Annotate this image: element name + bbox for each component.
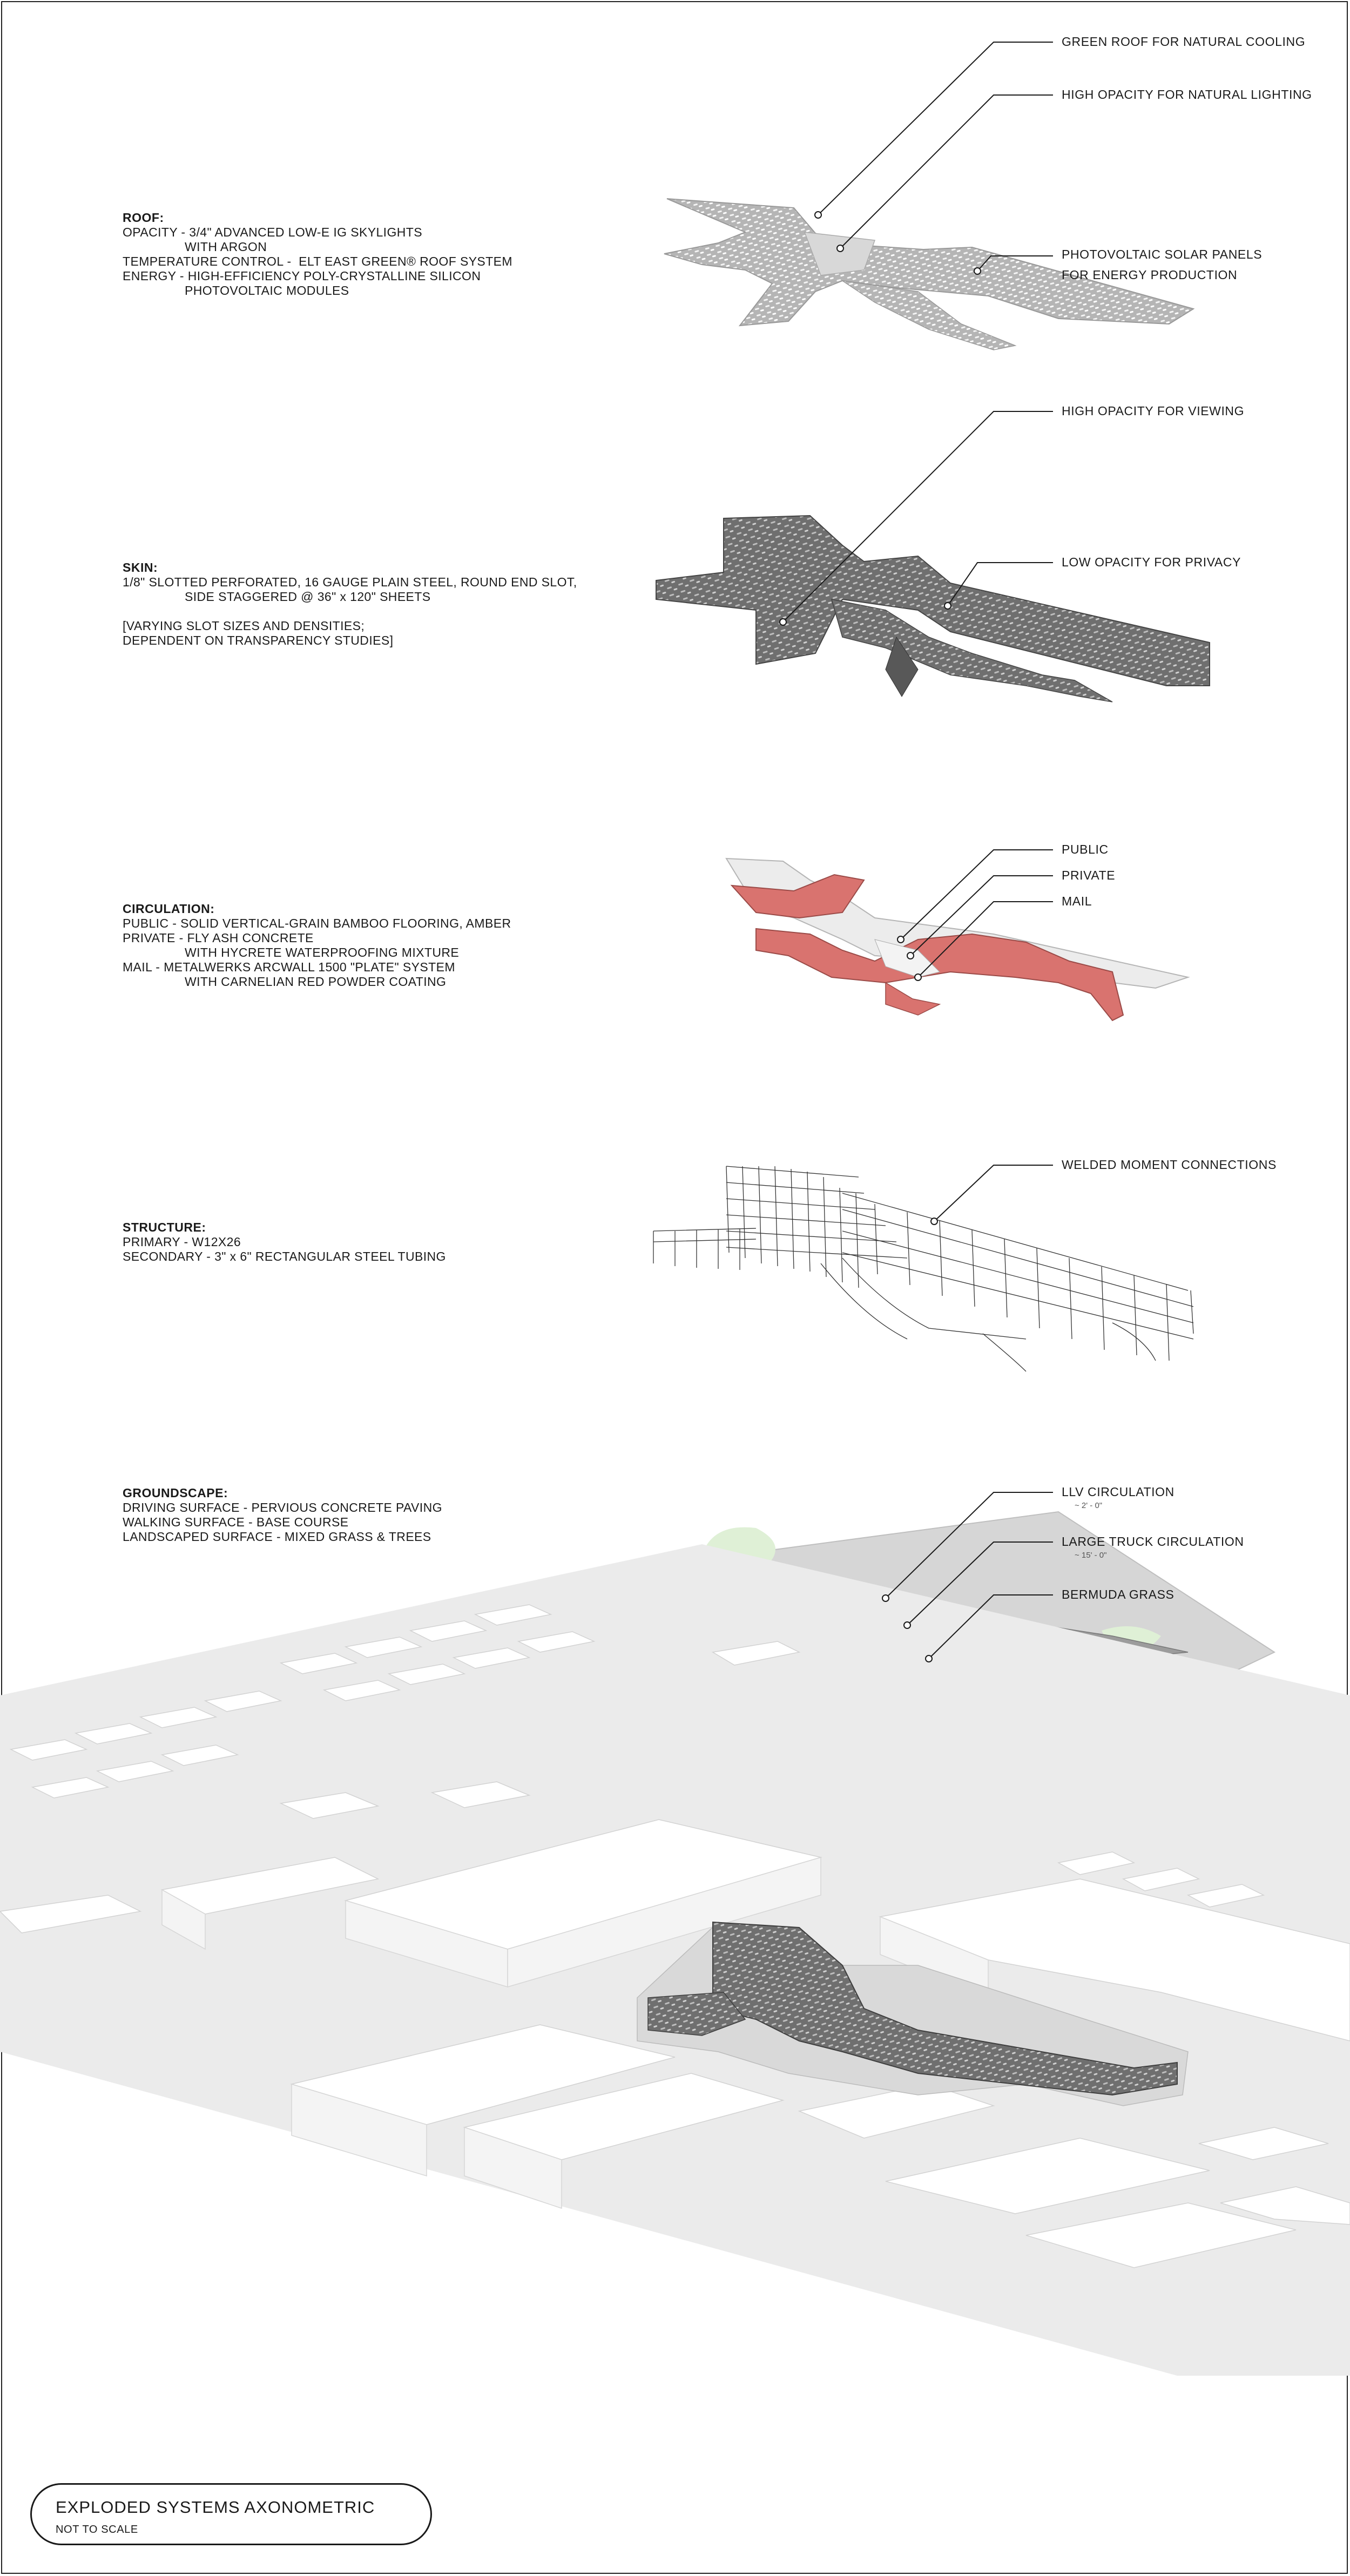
structure-spec-line: SECONDARY - 3" x 6" RECTANGULAR STEEL TU… (123, 1249, 446, 1263)
roof-spec: ROOF: OPACITY - 3/4" ADVANCED LOW-E IG S… (123, 211, 512, 298)
roof-spec-line: ENERGY - HIGH-EFFICIENCY POLY-CRYSTALLIN… (123, 269, 481, 283)
scale-note: NOT TO SCALE (56, 2524, 138, 2536)
circulation-spec-line: WITH HYCRETE WATERPROOFING MIXTURE (185, 945, 460, 959)
drawing-title: EXPLODED SYSTEMS AXONOMETRIC (56, 2498, 375, 2517)
leader-dots (779, 211, 981, 1662)
callout-low-opacity-privacy: LOW OPACITY FOR PRIVACY (1062, 555, 1241, 569)
structure-title: STRUCTURE: (123, 1220, 206, 1234)
circulation-layer (725, 857, 1190, 1022)
groundscape-spec: GROUNDSCAPE: DRIVING SURFACE - PERVIOUS … (123, 1486, 442, 1544)
roof-spec-line: WITH ARGON (185, 240, 267, 254)
skin-spec-line: SIDE STAGGERED @ 36" x 120" SHEETS (185, 590, 431, 604)
site-context (0, 1544, 1350, 2376)
circulation-spec: CIRCULATION: PUBLIC - SOLID VERTICAL-GRA… (123, 902, 511, 989)
skin-layer (656, 515, 1210, 702)
circulation-spec-line: PRIVATE - FLY ASH CONCRETE (123, 931, 314, 945)
callout-bermuda-grass: BERMUDA GRASS (1062, 1587, 1174, 1601)
groundscape-title: GROUNDSCAPE: (123, 1486, 228, 1500)
groundscape-spec-line: LANDSCAPED SURFACE - MIXED GRASS & TREES (123, 1530, 431, 1544)
callout-natural-lighting: HIGH OPACITY FOR NATURAL LIGHTING (1062, 87, 1312, 102)
callout-green-roof: GREEN ROOF FOR NATURAL COOLING (1062, 35, 1306, 49)
circulation-spec-line: PUBLIC - SOLID VERTICAL-GRAIN BAMBOO FLO… (123, 916, 511, 930)
circulation-spec-line: WITH CARNELIAN RED POWDER COATING (185, 975, 447, 989)
skin-spec-line (123, 604, 577, 619)
leader-lines (782, 42, 1053, 1659)
skin-spec-line: 1/8" SLOTTED PERFORATED, 16 GAUGE PLAIN … (123, 575, 577, 589)
callout-welded-connections: WELDED MOMENT CONNECTIONS (1062, 1158, 1277, 1172)
callout-mail: MAIL (1062, 894, 1092, 908)
roof-title: ROOF: (123, 211, 164, 225)
roof-spec-line: TEMPERATURE CONTROL - ELT EAST GREEN® RO… (123, 254, 512, 268)
callout-energy-production: FOR ENERGY PRODUCTION (1062, 268, 1238, 282)
roof-spec-line: PHOTOVOLTAIC MODULES (185, 283, 349, 298)
llv-dimension: ~ 2' - 0" (1075, 1501, 1103, 1510)
roof-layer (664, 198, 1195, 350)
circulation-spec-line: MAIL - METALWERKS ARCWALL 1500 "PLATE" S… (123, 960, 455, 974)
title-block: EXPLODED SYSTEMS AXONOMETRIC NOT TO SCAL… (30, 2483, 432, 2545)
truck-dimension: ~ 15' - 0" (1075, 1551, 1107, 1560)
callout-public: PUBLIC (1062, 842, 1109, 856)
skin-spec: SKIN: 1/8" SLOTTED PERFORATED, 16 GAUGE … (123, 560, 577, 648)
skin-spec-line: [VARYING SLOT SIZES AND DENSITIES; (123, 619, 365, 633)
roof-spec-line: OPACITY - 3/4" ADVANCED LOW-E IG SKYLIGH… (123, 225, 422, 239)
callout-high-opacity-viewing: HIGH OPACITY FOR VIEWING (1062, 404, 1245, 418)
groundscape-spec-line: DRIVING SURFACE - PERVIOUS CONCRETE PAVI… (123, 1500, 442, 1515)
callout-private: PRIVATE (1062, 868, 1116, 882)
structure-layer (653, 1166, 1194, 1372)
circulation-title: CIRCULATION: (123, 902, 215, 916)
callout-solar-panels: PHOTOVOLTAIC SOLAR PANELS (1062, 247, 1263, 261)
skin-title: SKIN: (123, 560, 158, 574)
callout-truck-circulation: LARGE TRUCK CIRCULATION (1062, 1534, 1244, 1549)
skin-spec-line: DEPENDENT ON TRANSPARENCY STUDIES] (123, 633, 394, 647)
structure-spec-line: PRIMARY - W12X26 (123, 1235, 241, 1249)
structure-spec: STRUCTURE: PRIMARY - W12X26 SECONDARY - … (123, 1220, 446, 1264)
groundscape-spec-line: WALKING SURFACE - BASE COURSE (123, 1515, 349, 1529)
callout-llv-circulation: LLV CIRCULATION (1062, 1485, 1174, 1499)
